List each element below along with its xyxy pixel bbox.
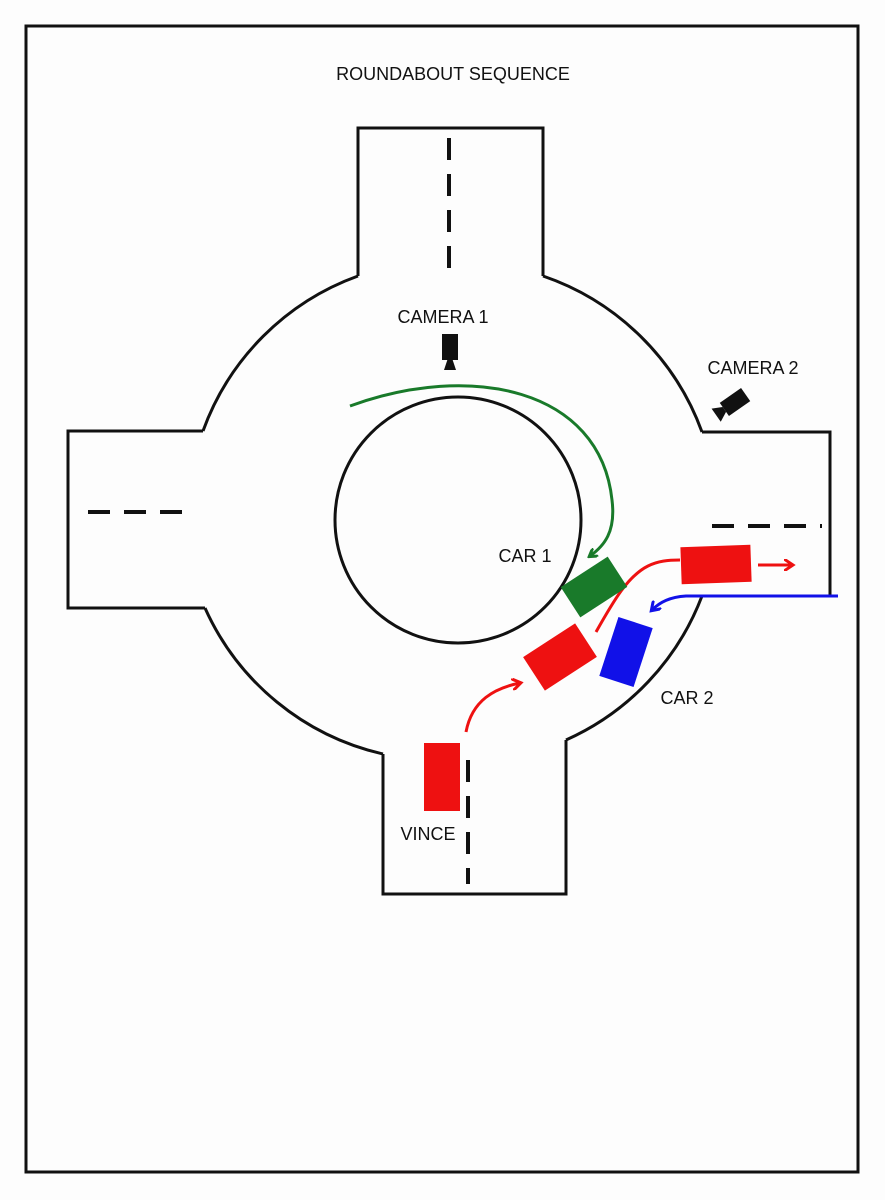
east-road-edge bbox=[702, 430, 832, 596]
car-1-label: CAR 1 bbox=[498, 546, 551, 566]
diagram-title: ROUNDABOUT SEQUENCE bbox=[336, 64, 570, 84]
camera-1-label: CAMERA 1 bbox=[397, 307, 488, 327]
car-1-vehicle bbox=[560, 556, 628, 618]
central-island bbox=[333, 395, 583, 645]
car-2-path-arrow bbox=[652, 594, 838, 610]
camera-2-label: CAMERA 2 bbox=[707, 358, 798, 378]
west-road-edge bbox=[66, 429, 205, 610]
camera-icon bbox=[711, 387, 751, 422]
page-frame bbox=[24, 24, 860, 1174]
camera-2: CAMERA 2 bbox=[707, 358, 799, 422]
camera-1: CAMERA 1 bbox=[397, 307, 489, 370]
vince-car-entry bbox=[424, 743, 460, 811]
road-outline bbox=[66, 126, 832, 896]
camera-icon bbox=[442, 334, 458, 370]
vince-path-arrow-2 bbox=[594, 558, 681, 633]
car-2-vehicle bbox=[599, 616, 653, 688]
south-road-edge bbox=[381, 740, 568, 896]
vince-car-middle bbox=[523, 623, 597, 691]
vince-label: VINCE bbox=[400, 824, 455, 844]
outer-arc-sw bbox=[203, 607, 384, 756]
outer-arc-nw bbox=[201, 274, 359, 432]
lane-markings bbox=[88, 138, 822, 884]
north-road-edge bbox=[356, 126, 545, 276]
car-2-label: CAR 2 bbox=[660, 688, 713, 708]
outer-arc-se bbox=[565, 595, 704, 742]
car-1-path-arrow bbox=[349, 384, 615, 556]
vince-path-arrow-1 bbox=[464, 683, 520, 733]
vince-car-exit bbox=[680, 544, 752, 585]
outer-arc-ne bbox=[542, 274, 704, 433]
